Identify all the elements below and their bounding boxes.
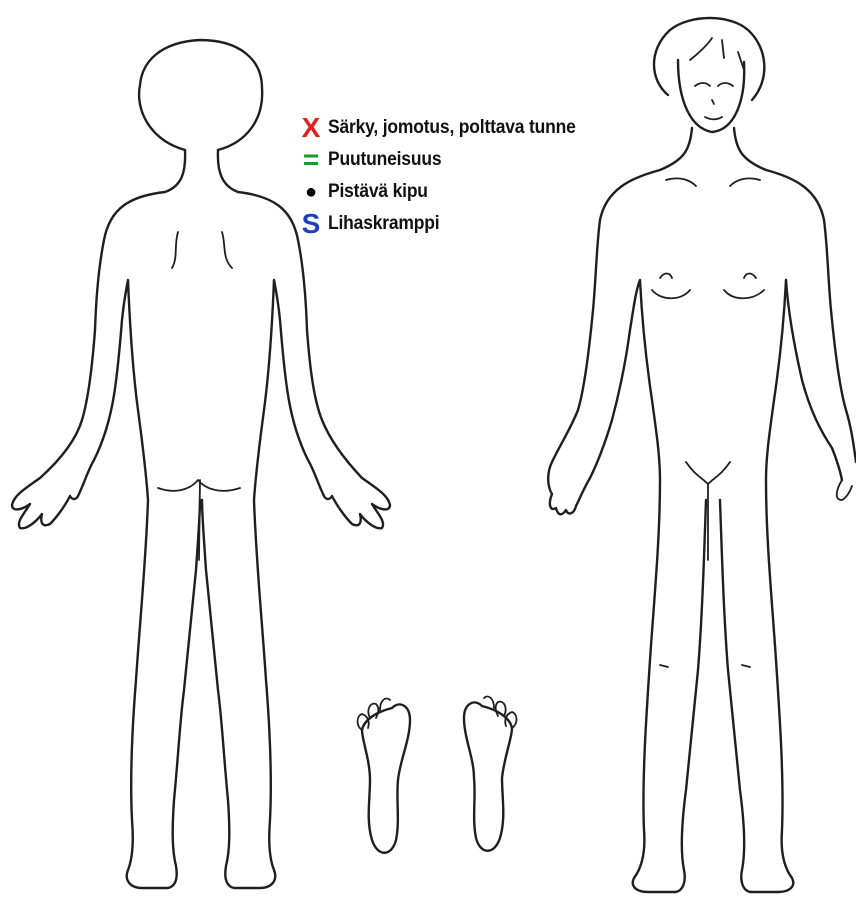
front-right-arm-inner [786, 280, 842, 480]
legend-item-muscle-cramp: S Lihaskramppi [300, 208, 700, 240]
legend-label-muscle-cramp: Lihaskramppi [328, 213, 439, 235]
legend-item-ache: X Särky, jomotus, polttava tunne [300, 112, 700, 144]
front-knees [660, 665, 750, 667]
legend-label-ache: Särky, jomotus, polttava tunne [328, 117, 576, 139]
legend-symbol-dot: ● [300, 178, 322, 206]
back-left-outline [12, 150, 200, 888]
front-bangs [690, 38, 744, 70]
legend-symbol-x: X [300, 114, 322, 142]
legend-label-numbness: Puutuneisuus [328, 149, 441, 171]
front-hair [654, 18, 764, 100]
front-right-leg [720, 280, 793, 892]
front-nose [712, 100, 714, 104]
front-right-hand [837, 480, 852, 500]
back-right-outline [202, 150, 390, 888]
front-mouth [705, 117, 722, 119]
front-breasts [652, 274, 764, 299]
pain-legend: X Särky, jomotus, polttava tunne = Puutu… [300, 112, 700, 240]
back-left-scapula [172, 232, 178, 268]
front-pelvis [686, 462, 730, 484]
legend-item-numbness: = Puutuneisuus [300, 144, 700, 176]
legend-symbol-s: S [300, 210, 322, 238]
front-left-outline [548, 128, 706, 892]
back-head [139, 40, 262, 150]
front-eyes [695, 83, 733, 86]
legend-label-stabbing-pain: Pistävä kipu [328, 181, 428, 203]
back-right-scapula [222, 232, 232, 268]
back-gluteal-cleft [199, 480, 200, 560]
feet-soles[interactable] [358, 696, 517, 852]
legend-symbol-equals: = [300, 146, 322, 174]
legend-item-stabbing-pain: ● Pistävä kipu [300, 176, 700, 208]
